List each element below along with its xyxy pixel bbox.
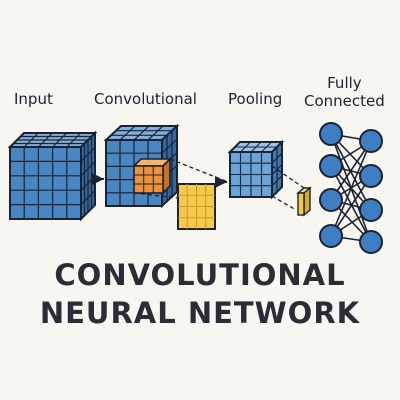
fc-node: [319, 224, 343, 248]
label-input: Input: [14, 90, 53, 108]
fc-node: [359, 198, 383, 222]
fc-node: [359, 164, 383, 188]
pool-cube: [227, 139, 285, 200]
title-line-2: NEURAL NETWORK: [39, 296, 361, 330]
fully-connected-network: [319, 122, 383, 254]
label-fully: Fully: [327, 74, 362, 92]
fc-node: [359, 230, 383, 254]
input-cube: [7, 130, 98, 222]
projection-lines-pool: [271, 165, 305, 211]
label-pooling: Pooling: [228, 90, 283, 108]
label-fully-connected: Fully Connected: [304, 74, 385, 110]
conv-cube: [103, 123, 180, 209]
feature-map: [177, 183, 216, 230]
kernel-cube: [132, 157, 172, 195]
title-line-1: CONVOLUTIONAL: [54, 258, 346, 292]
fc-node: [359, 129, 383, 153]
fc-node: [319, 188, 343, 212]
label-convolutional: Convolutional: [94, 90, 197, 108]
fc-node: [319, 122, 343, 146]
pooled-map: [296, 186, 312, 217]
label-connected: Connected: [304, 92, 385, 110]
fc-node: [319, 154, 343, 178]
